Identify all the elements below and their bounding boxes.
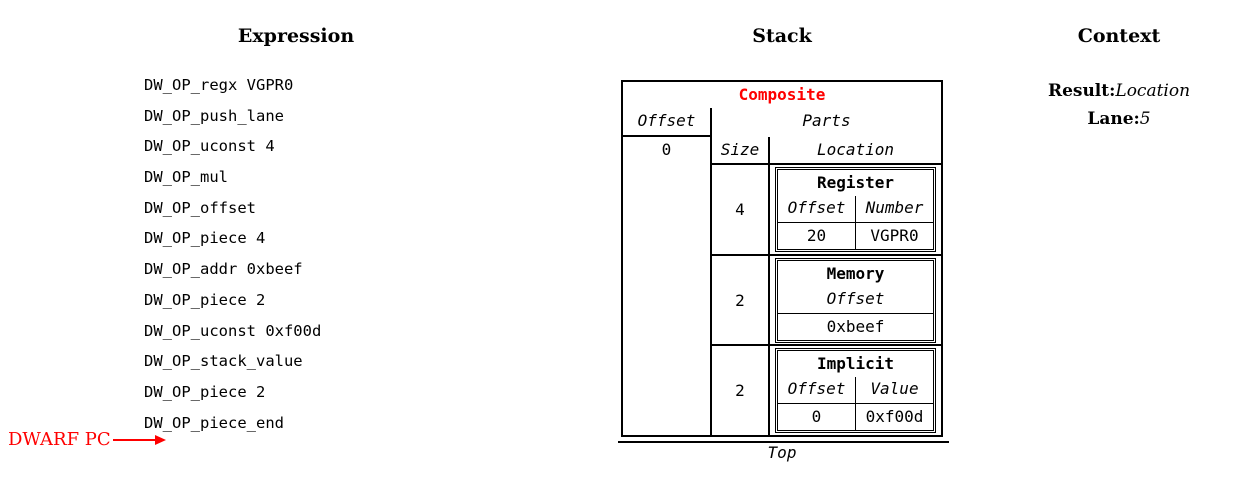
location-subcolumn-header: Value [855,377,933,404]
expression-instruction: DW_OP_uconst 4 [144,137,275,156]
context-field: Result:Location [1019,77,1219,105]
location-values: 20 VGPR0 [778,222,933,249]
expression-instruction: DW_OP_mul [144,168,228,187]
offset-value: 0 [661,140,672,159]
expression-column-title: Expression [237,25,355,47]
parts-column-header: Parts [802,111,851,130]
part-size-value: 2 [712,346,770,436]
location-value: 0xbeef [826,316,885,336]
location-kind-label: Implicit [816,354,895,374]
location-kind-label: Register [816,172,895,192]
context-field-value: 5 [1139,109,1151,129]
location-subcolumn-header: Offset [787,379,846,399]
context-field: Lane:5 [1019,105,1219,133]
location-values: 0 0xf00d [778,404,933,431]
parts-subheader-row: Size Location [712,137,941,165]
expression-instruction: DW_OP_uconst 0xf00d [144,321,322,340]
dwarf-pc-pointer: DWARF PC [8,429,166,451]
location-column-headers: Offset [778,287,933,314]
expression-instruction: DW_OP_addr 0xbeef [144,260,303,279]
location-column-header: Location [816,140,895,159]
expression-instruction: DW_OP_piece 2 [144,382,266,401]
location-subcolumn-header: Number [855,195,933,222]
context-field-label: Lane: [1087,109,1140,129]
location-kind-label: Memory [826,263,885,283]
expression-instruction: DW_OP_piece 2 [144,290,266,309]
expression-instruction: DW_OP_push_lane [144,106,284,125]
stack-top-ledge-line [618,441,949,443]
location-column-headers: Offset Number [778,195,933,223]
location-subcolumn-header: Offset [826,288,885,308]
arrow-right-icon [154,435,166,445]
location-column-headers: Offset Value [778,377,933,405]
arrow-line [112,439,155,441]
location-value: 20 [806,225,827,245]
part-size-value: 2 [712,255,770,345]
expression-instruction: DW_OP_piece 4 [144,229,266,248]
stack-column-title: Stack [752,25,812,47]
stack-composite-table: Composite Offset 0 Parts Size Location 4… [621,80,943,437]
context-column-title: Context [1077,25,1161,47]
stack-top-label: Top [767,443,797,462]
composite-type-label: Composite [738,85,826,104]
offset-column-header: Offset [623,108,710,137]
expression-instruction: DW_OP_stack_value [144,352,303,371]
location-values: 0xbeef [778,314,933,340]
expression-instruction: DW_OP_piece_end [144,413,284,432]
dwarf-pc-label: DWARF PC [8,429,111,450]
size-column-header: Size [712,137,770,163]
location-value: 0 [811,407,822,427]
context-field-value: Location [1115,81,1191,101]
expression-instruction: DW_OP_offset [144,198,256,217]
stack-offset-column: Offset 0 [623,108,712,435]
context-field-label: Result: [1047,81,1116,101]
location-subcolumn-header: Offset [787,197,846,217]
location-value: 0xf00d [855,404,933,431]
part-size-value: 4 [712,165,770,254]
location-value: VGPR0 [855,222,933,249]
expression-instruction: DW_OP_regx VGPR0 [144,76,294,94]
